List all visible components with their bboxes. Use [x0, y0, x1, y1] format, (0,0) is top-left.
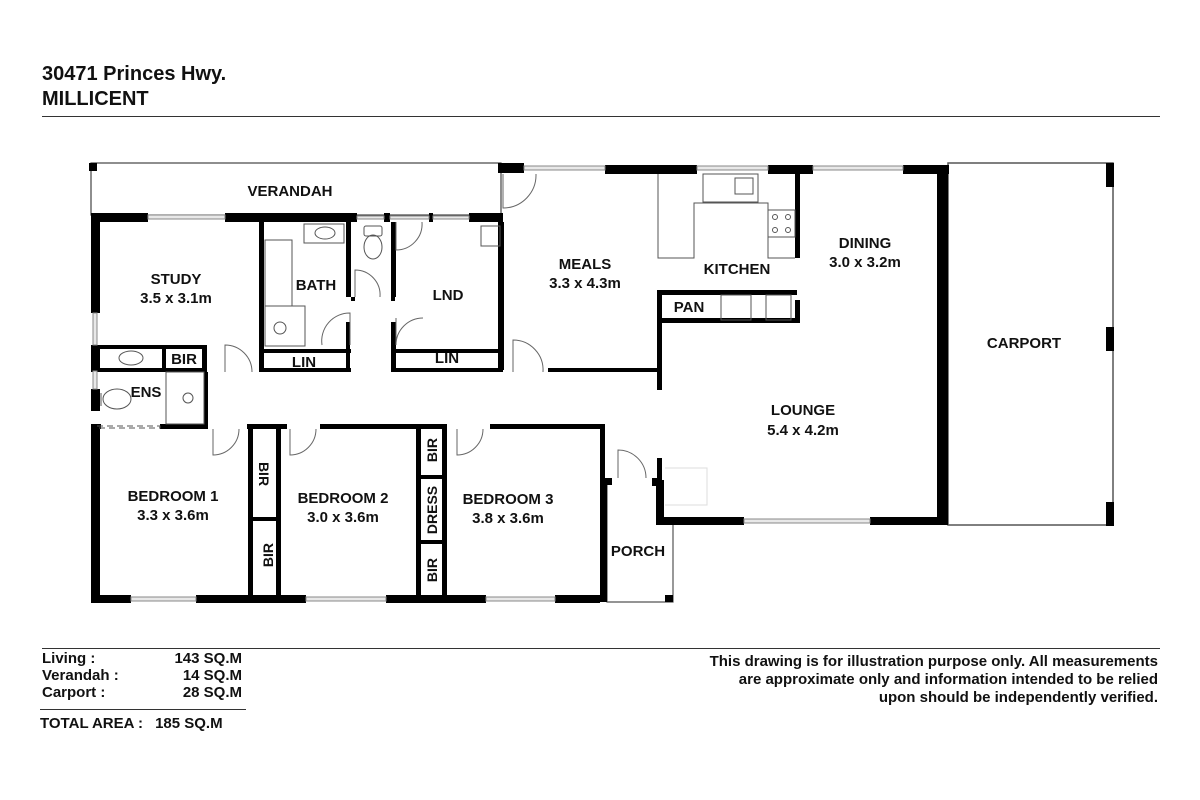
- shower-icon: [264, 305, 306, 347]
- deck-outline: [665, 467, 708, 506]
- windows: [92, 165, 904, 602]
- kitchen-sink-icon: [702, 173, 759, 203]
- total-value: 185 SQ.M: [155, 715, 223, 732]
- label-lnd: LND: [433, 287, 464, 304]
- size-lounge: 5.4 x 4.2m: [767, 422, 839, 439]
- label-lounge: LOUNGE: [771, 402, 835, 419]
- area-total-divider: [40, 709, 246, 710]
- walls: [89, 163, 1114, 603]
- cooktop-icon: [767, 209, 796, 238]
- area-value: 14 SQ.M: [182, 667, 242, 684]
- size-bedroom3: 3.8 x 3.6m: [472, 510, 544, 527]
- label-bir-ens: BIR: [171, 351, 197, 368]
- label-lin-lnd: LIN: [435, 350, 459, 367]
- label-bir-b3-top: BIR: [424, 438, 440, 462]
- address-street: 30471 Princes Hwy.: [42, 63, 227, 85]
- label-study: STUDY: [151, 271, 202, 288]
- area-label: Verandah :: [42, 667, 119, 684]
- label-kitchen: KITCHEN: [704, 261, 771, 278]
- area-row-verandah: Verandah : 14 SQ.M: [42, 667, 242, 684]
- address-suburb: MILLICENT: [42, 88, 149, 110]
- door-swings: [212, 173, 647, 479]
- label-carport: CARPORT: [987, 335, 1061, 352]
- label-pan: PAN: [674, 299, 705, 316]
- area-label: Carport :: [42, 684, 106, 701]
- laundry-trough-icon: [480, 225, 501, 247]
- basin-icon: [314, 226, 336, 240]
- label-bir-b1-bottom: BIR: [260, 543, 276, 567]
- area-row-carport: Carport : 28 SQ.M: [42, 684, 242, 701]
- footer-divider-left: [42, 648, 1160, 649]
- label-bedroom2: BEDROOM 2: [298, 490, 389, 507]
- area-label: Living :: [42, 650, 96, 667]
- label-lin-bath: LIN: [292, 354, 316, 371]
- ens-toilet-icon: [102, 388, 132, 410]
- ens-basin-icon: [118, 350, 144, 366]
- size-study: 3.5 x 3.1m: [140, 290, 212, 307]
- fridge-icon: [720, 294, 752, 321]
- size-bedroom1: 3.3 x 3.6m: [137, 507, 209, 524]
- label-dining: DINING: [839, 235, 892, 252]
- disclaimer-line: are approximate only and information int…: [738, 671, 1158, 688]
- size-dining: 3.0 x 3.2m: [829, 254, 901, 271]
- size-bedroom2: 3.0 x 3.6m: [307, 509, 379, 526]
- disclaimer-line: This drawing is for illustration purpose…: [709, 653, 1158, 670]
- label-ens: ENS: [131, 384, 162, 401]
- label-bath: BATH: [296, 277, 337, 294]
- area-value: 28 SQ.M: [182, 684, 242, 701]
- bath-vanity: [303, 223, 345, 244]
- total-label: TOTAL AREA :: [40, 715, 144, 732]
- area-summary: Living : 143 SQ.M Verandah : 14 SQ.M Car…: [42, 650, 242, 701]
- header-divider: [42, 116, 1160, 117]
- dishwasher-icon: [765, 294, 792, 321]
- property-address: 30471 Princes Hwy. MILLICENT: [42, 62, 226, 112]
- label-bir-b3-bottom: BIR: [424, 558, 440, 582]
- toilet-icon: [363, 225, 383, 237]
- label-verandah: VERANDAH: [247, 183, 332, 200]
- label-bedroom3: BEDROOM 3: [463, 491, 554, 508]
- area-row-living: Living : 143 SQ.M: [42, 650, 242, 667]
- size-meals: 3.3 x 4.3m: [549, 275, 621, 292]
- ens-shower: [165, 371, 205, 425]
- disclaimer-line: upon should be independently verified.: [878, 689, 1158, 706]
- fixtures: [96, 173, 796, 429]
- label-porch: PORCH: [611, 543, 665, 560]
- label-bedroom1: BEDROOM 1: [128, 488, 219, 505]
- label-bir-b1-top: BIR: [256, 462, 272, 486]
- bathtub-icon: [264, 239, 293, 307]
- area-value: 143 SQ.M: [174, 650, 242, 667]
- disclaimer: This drawing is for illustration purpose…: [710, 653, 1158, 707]
- label-meals: MEALS: [559, 256, 612, 273]
- label-dress: DRESS: [424, 486, 440, 534]
- room-labels: VERANDAH STUDY 3.5 x 3.1m BATH LND MEALS…: [128, 183, 1062, 582]
- area-total: TOTAL AREA : 185 SQ.M: [40, 715, 223, 732]
